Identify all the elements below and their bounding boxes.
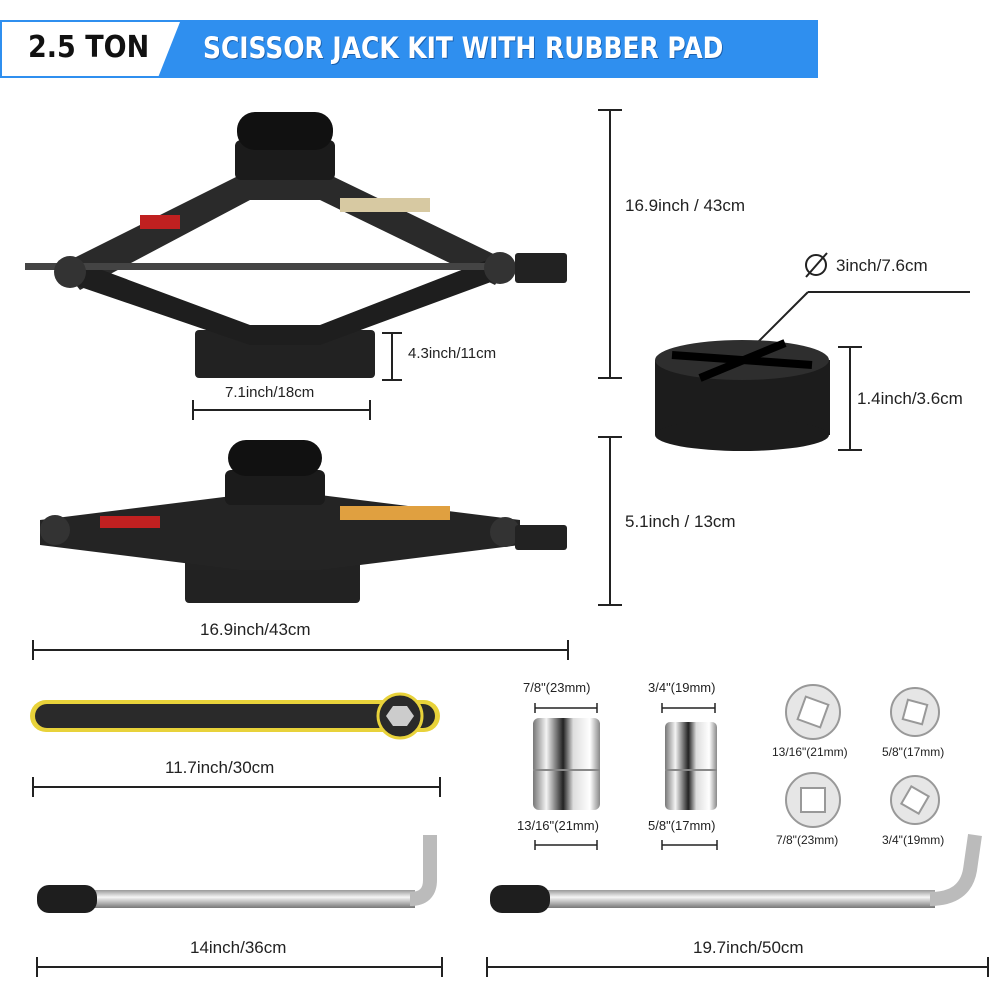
jack-length-label: 16.9inch/43cm [200,620,311,639]
socket-end-label: 3/4"(19mm) [882,833,945,847]
pad-height-label: 1.4inch/3.6cm [857,389,963,408]
socket-small-top-label: 3/4"(19mm) [648,680,716,695]
socket-small [665,722,717,810]
diameter-icon [805,252,828,278]
socket-large [533,718,600,810]
long-wrench-length-label: 19.7inch/50cm [693,938,804,957]
base-height-label: 4.3inch/11cm [408,345,497,362]
socket-large-top-label: 7/8"(23mm) [523,680,591,695]
ratchet-length-label: 11.7inch/30cm [165,758,275,777]
scissor-jack-raised [25,112,567,378]
socket-end-label: 5/8"(17mm) [882,745,945,759]
capacity-badge: 2.5 TON [28,30,150,65]
socket-end-label: 13/16"(21mm) [772,745,848,759]
socket-large-bottom-label: 13/16"(21mm) [517,818,599,833]
raised-height-label: 16.9inch / 43cm [625,196,746,215]
short-wrench-length-label: 14inch/36cm [190,938,287,957]
lowered-height-label: 5.1inch / 13cm [625,512,736,531]
lug-wrench-long [490,834,982,913]
base-width-label: 7.1inch/18cm [225,384,315,401]
pad-diameter-label: 3inch/7.6cm [836,256,928,275]
dimension-lines [32,109,989,977]
scissor-jack-lowered [40,440,567,603]
rubber-pad [655,339,830,451]
socket-end-label: 7/8"(23mm) [776,833,839,847]
socket-end-views [785,684,940,828]
header-badge-background [2,22,180,76]
ratchet-wrench [30,692,440,740]
socket-dimension-lines [534,703,718,850]
page-title: SCISSOR JACK KIT WITH RUBBER PAD [203,31,724,65]
lug-wrench-short [37,835,437,913]
socket-small-bottom-label: 5/8"(17mm) [648,818,716,833]
